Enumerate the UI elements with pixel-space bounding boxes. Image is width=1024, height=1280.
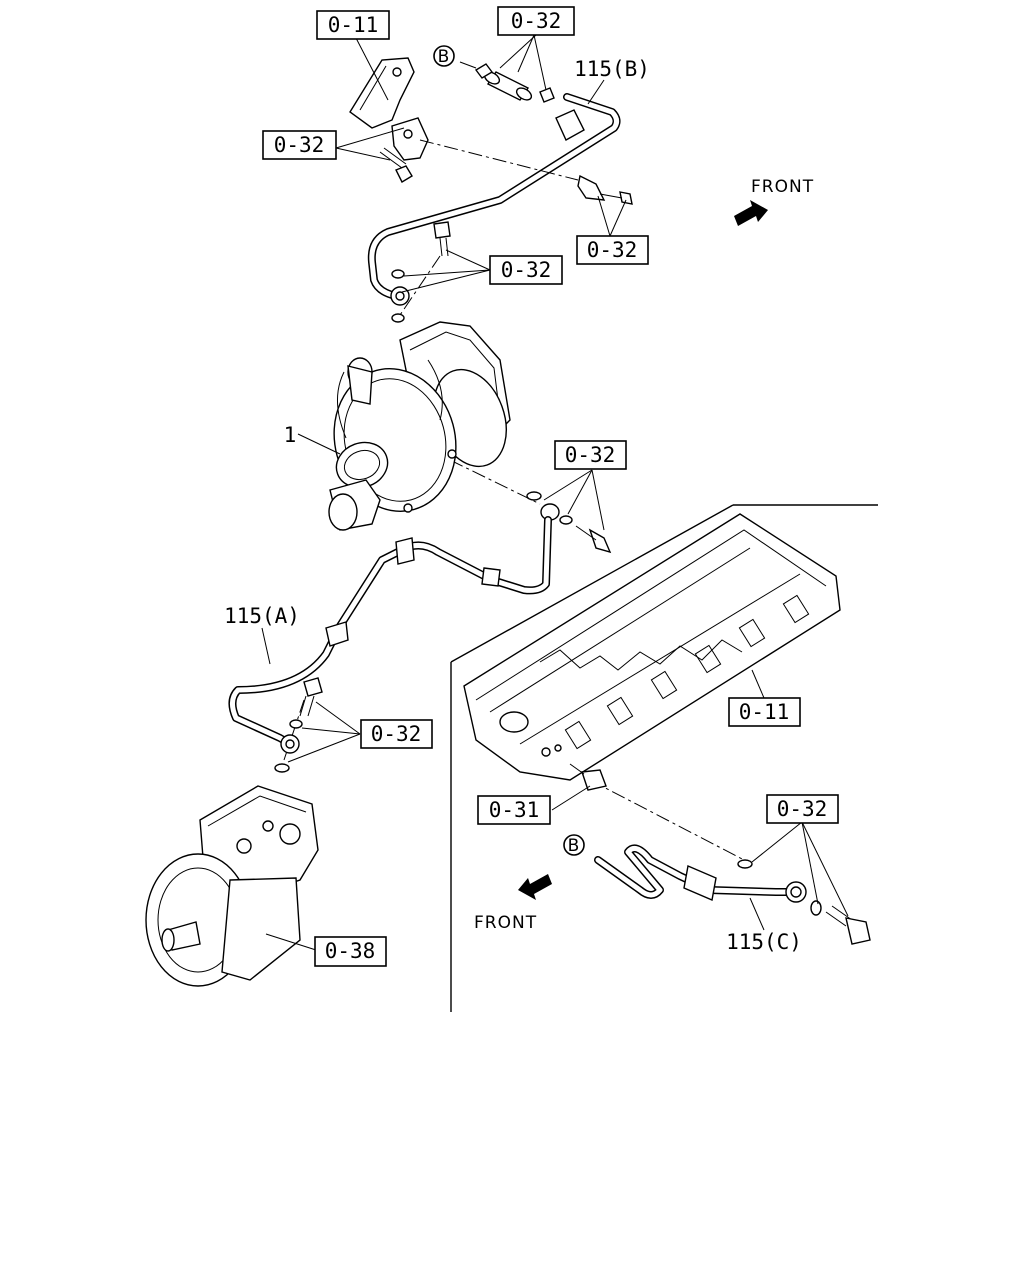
callout-text: 0-32 [371, 722, 422, 746]
callout-0-32-right: 0-32 [576, 235, 649, 265]
callout-text: 115(A) [224, 604, 300, 628]
banjo-bolt-lower [274, 677, 323, 773]
callout-1: 1 [284, 423, 297, 447]
cylinder-head [463, 513, 841, 781]
leader-lines [261, 34, 849, 951]
turbocharger [328, 321, 511, 531]
callout-115a: 115(A) [224, 604, 300, 628]
banjo-bolt-bottom [825, 905, 871, 945]
callout-text: 0-38 [325, 939, 376, 963]
callout-0-32-bottom: 0-32 [766, 794, 839, 824]
banjo-fitting-turbo [526, 491, 612, 554]
callout-text: 0-11 [328, 13, 379, 37]
front-arrow-top [734, 200, 768, 226]
callout-text: 0-32 [587, 238, 638, 262]
callout-0-32-bracket: 0-32 [262, 130, 337, 160]
hose-piece [459, 61, 555, 103]
marker-b-top: B [433, 45, 455, 67]
callout-115b: 115(B) [574, 57, 650, 81]
marker-text: B [438, 47, 451, 67]
callout-0-32-top: 0-32 [497, 6, 575, 36]
clamp-right [577, 174, 633, 205]
pipe-115a [228, 516, 552, 754]
callout-0-11-head: 0-11 [728, 697, 801, 727]
air-compressor [145, 785, 319, 987]
inset-border [450, 504, 878, 1012]
callout-0-38: 0-38 [314, 936, 387, 967]
leader-dash-2 [397, 255, 441, 319]
front-arrow-bottom [518, 874, 552, 900]
connector-fitting [569, 763, 607, 791]
front-label-top: FRONT [751, 177, 814, 197]
callout-text: 115(C) [726, 930, 802, 954]
pipe-115c [594, 844, 822, 916]
bracket-bolt [379, 147, 413, 183]
callout-text: 0-32 [501, 258, 552, 282]
callout-text: 0-32 [511, 9, 562, 33]
callout-0-11-top: 0-11 [316, 10, 390, 40]
callout-115c: 115(C) [726, 930, 802, 954]
leader-dash-3 [449, 459, 541, 505]
marker-text: B [568, 836, 581, 856]
callout-text: 115(B) [574, 57, 650, 81]
callout-0-31: 0-31 [477, 795, 551, 825]
callout-text: 0-32 [274, 133, 325, 157]
marker-b-bottom: B [563, 834, 585, 856]
callout-text: 0-32 [777, 797, 828, 821]
bracket-part [349, 57, 429, 161]
leader-dash-1 [419, 139, 579, 181]
callout-text: 0-11 [739, 700, 790, 724]
callout-0-32-lower: 0-32 [360, 719, 433, 749]
pipe-115b [367, 93, 621, 306]
front-label-bottom: FRONT [474, 913, 537, 933]
callout-text: 1 [284, 423, 297, 447]
callout-0-32-turbo: 0-32 [554, 440, 627, 470]
callout-text: 0-31 [489, 798, 540, 822]
leader-dash-5 [589, 779, 749, 863]
callout-0-32-mid: 0-32 [489, 255, 563, 285]
banjo-bolt-top [391, 221, 451, 323]
callout-text: 0-32 [565, 443, 616, 467]
